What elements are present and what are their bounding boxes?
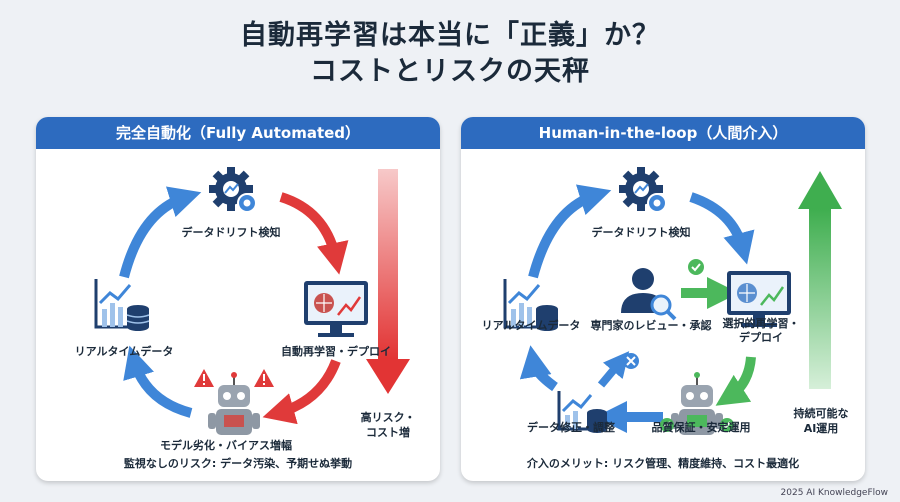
arrow-degrade-to-realtime bbox=[123, 345, 193, 418]
sustainable-arrow bbox=[798, 171, 842, 389]
data-fix-icon bbox=[557, 391, 607, 433]
title-block: 自動再学習は本当に「正義」か？ コストとリスクの天秤 bbox=[0, 18, 900, 90]
human-in-loop-header: Human-in-the-loop（人間介入） bbox=[461, 117, 865, 149]
arrow-selective-to-qa bbox=[715, 356, 756, 406]
realtime-data-label: リアルタイムデータ bbox=[481, 319, 581, 332]
selective-retrain-label: 選択的再学習・デプロイ bbox=[722, 317, 800, 344]
high-risk-arrow bbox=[366, 169, 410, 394]
arrow-fix-to-realtime bbox=[519, 345, 558, 392]
arrow-drift-to-retrain bbox=[279, 192, 349, 275]
brain-monitor-icon bbox=[304, 281, 368, 337]
robot-warning-icon bbox=[194, 369, 274, 435]
human-in-loop-panel: Human-in-the-loop（人間介入） bbox=[461, 117, 865, 481]
quality-assurance-label: 品質保証・安定運用 bbox=[651, 421, 751, 434]
arrow-realtime-to-drift bbox=[528, 184, 612, 279]
data-chart-icon bbox=[503, 279, 558, 331]
realtime-data-label: リアルタイムデータ bbox=[74, 345, 174, 358]
fully-automated-diagram bbox=[94, 167, 410, 435]
arrow-fix-to-expert bbox=[597, 351, 630, 388]
fully-automated-footer: 監視なしのリスク: データ汚染、予期せぬ挙動 bbox=[123, 457, 353, 470]
data-fix-label: データ修正・調整 bbox=[527, 421, 615, 434]
gear-chart-icon bbox=[209, 167, 257, 213]
auto-retrain-label: 自動再学習・デプロイ bbox=[281, 345, 391, 358]
fully-automated-header: 完全自動化（Fully Automated） bbox=[36, 117, 440, 149]
gear-chart-icon bbox=[619, 167, 667, 213]
robot-check-icon bbox=[660, 372, 734, 435]
title-line-1: 自動再学習は本当に「正義」か？ bbox=[240, 20, 660, 51]
arrow-drift-to-selective bbox=[689, 192, 755, 265]
expert-review-label: 専門家のレビュー・承認 bbox=[590, 319, 712, 332]
brain-monitor-icon bbox=[727, 271, 791, 327]
drift-detection-label: データドリフト検知 bbox=[181, 226, 281, 239]
arrow-retrain-to-degrade bbox=[262, 359, 341, 425]
data-chart-icon bbox=[94, 279, 150, 331]
human-in-loop-diagram bbox=[503, 167, 842, 435]
arrow-realtime-to-drift bbox=[119, 186, 202, 279]
expert-search-icon bbox=[621, 268, 677, 321]
model-degrade-label: モデル劣化・バイアス増幅 bbox=[160, 439, 292, 452]
drift-detection-label: データドリフト検知 bbox=[591, 226, 691, 239]
copyright: 2025 AI KnowledgeFlow bbox=[780, 488, 888, 498]
high-risk-label: 高リスク・コスト増 bbox=[360, 411, 416, 439]
check-icon bbox=[688, 259, 704, 275]
human-in-loop-footer: 介入のメリット: リスク管理、精度維持、コスト最適化 bbox=[526, 457, 800, 470]
fully-automated-panel: 完全自動化（Fully Automated） bbox=[36, 117, 440, 481]
check-mark-icon bbox=[691, 263, 701, 272]
title-line-2: コストとリスクの天秤 bbox=[310, 56, 590, 87]
